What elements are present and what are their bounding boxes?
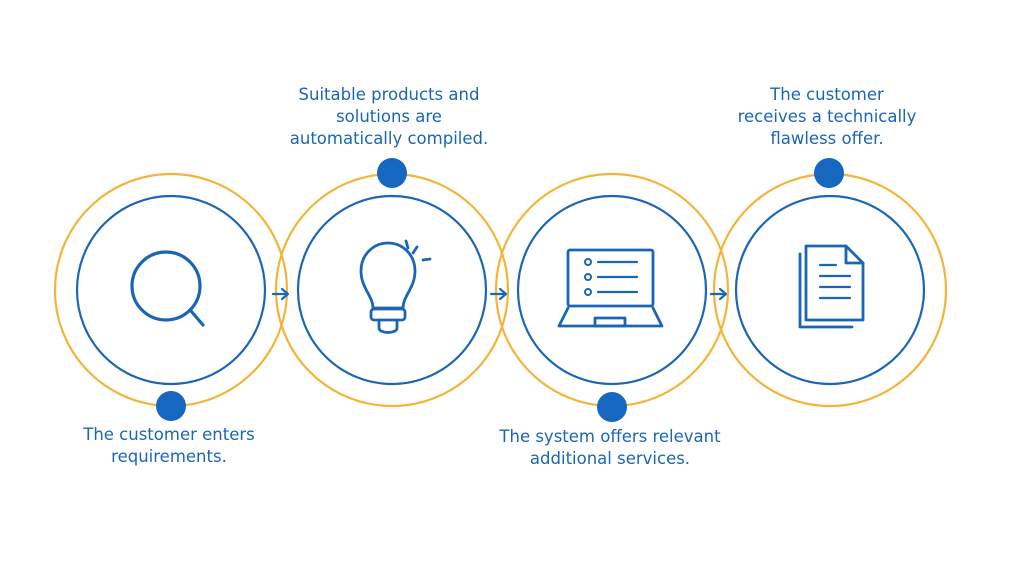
documents-icon bbox=[798, 244, 865, 329]
marker-dot-2 bbox=[377, 158, 407, 188]
marker-dot-4 bbox=[814, 158, 844, 188]
arrow-icon-2 bbox=[489, 287, 508, 301]
lightbulb-icon bbox=[359, 239, 432, 334]
inner-ring-3 bbox=[516, 194, 708, 386]
marker-dot-1 bbox=[156, 391, 186, 421]
step-1-caption: The customer enters requirements. bbox=[83, 425, 255, 466]
inner-ring-1 bbox=[75, 194, 267, 386]
laptop-checklist-icon bbox=[557, 248, 664, 328]
arrow-icon-1 bbox=[271, 287, 290, 301]
step-2-caption: Suitable products and solutions are auto… bbox=[289, 85, 489, 148]
step-4-caption: The customer receives a technically flaw… bbox=[737, 85, 917, 148]
arrow-icon-3 bbox=[709, 287, 728, 301]
magnifier-icon bbox=[130, 250, 205, 327]
inner-ring-2 bbox=[296, 194, 488, 386]
marker-dot-3 bbox=[597, 392, 627, 422]
step-3-caption: The system offers relevant additional se… bbox=[499, 427, 721, 468]
